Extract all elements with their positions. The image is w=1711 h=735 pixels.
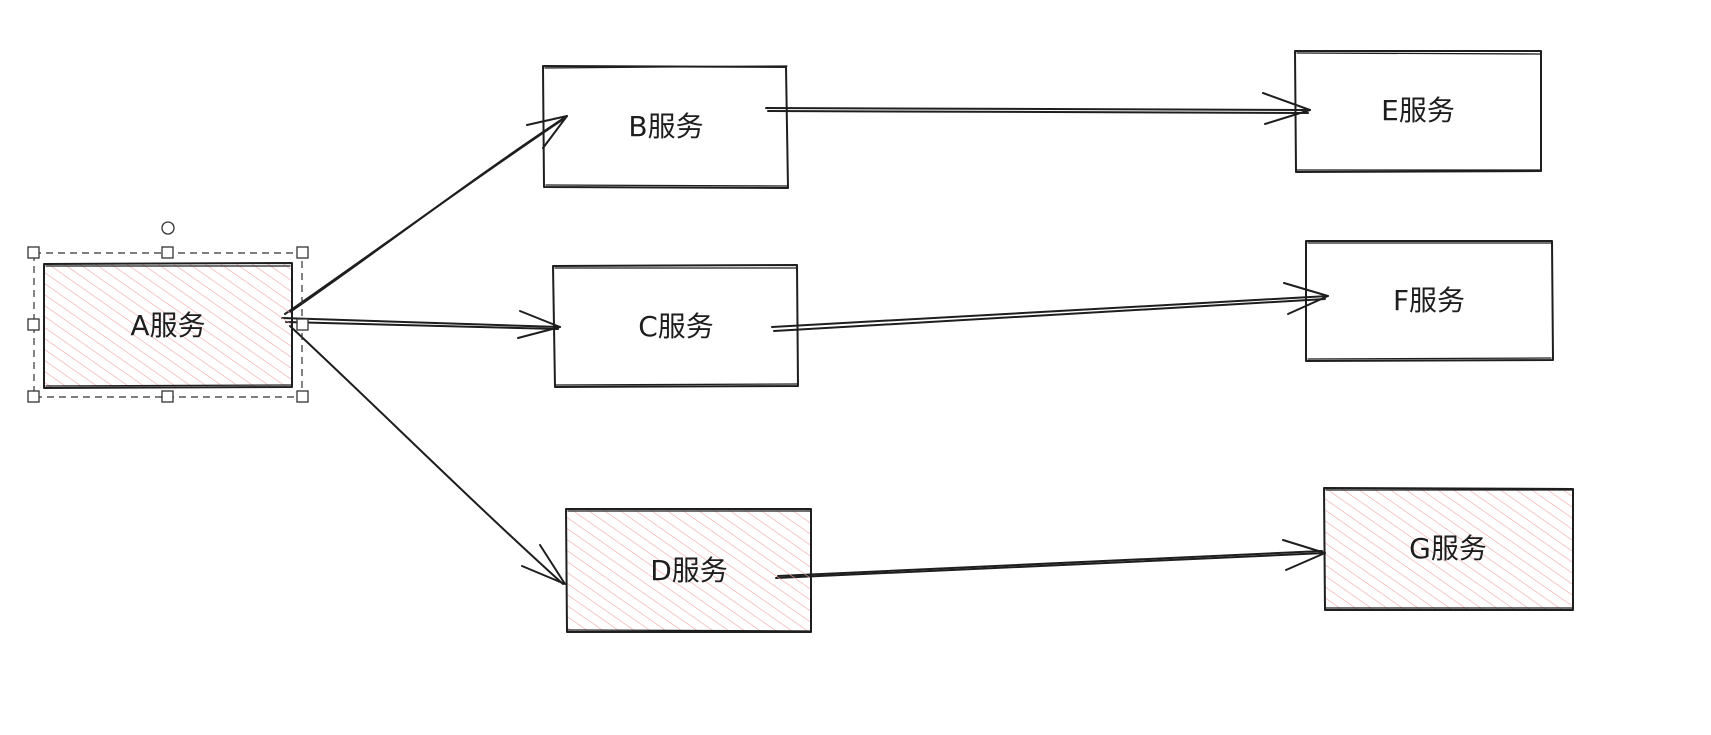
node-b[interactable]: B服务 xyxy=(542,65,789,189)
edge-b-to-e[interactable] xyxy=(765,92,1311,125)
node-c[interactable]: C服务 xyxy=(552,264,799,388)
node-e-label: E服务 xyxy=(1381,94,1455,127)
resize-handle-ne[interactable] xyxy=(296,246,309,259)
node-g[interactable]: G服务 xyxy=(1323,487,1574,611)
node-c-label: C服务 xyxy=(638,310,714,343)
resize-handle-n[interactable] xyxy=(161,246,174,259)
edge-a-to-c[interactable] xyxy=(281,310,561,339)
node-a[interactable]: A服务 xyxy=(43,262,293,389)
node-d-label: D服务 xyxy=(650,554,728,587)
edge-c-to-f[interactable] xyxy=(771,282,1329,332)
edge-d-to-g[interactable] xyxy=(775,539,1326,579)
node-d[interactable]: D服务 xyxy=(565,508,812,633)
resize-handle-se[interactable] xyxy=(296,390,309,403)
edge-a-to-d[interactable] xyxy=(289,325,566,585)
resize-handle-e[interactable] xyxy=(296,318,309,331)
edge-a-to-b[interactable] xyxy=(284,115,568,315)
rotate-handle[interactable] xyxy=(161,221,175,235)
node-a-label: A服务 xyxy=(130,309,205,342)
resize-handle-sw[interactable] xyxy=(27,390,40,403)
selection-frame[interactable] xyxy=(27,221,309,403)
resize-handle-nw[interactable] xyxy=(27,246,40,259)
resize-handle-w[interactable] xyxy=(27,318,40,331)
node-b-label: B服务 xyxy=(628,110,703,143)
node-e[interactable]: E服务 xyxy=(1294,50,1542,173)
node-f-label: F服务 xyxy=(1393,284,1465,317)
resize-handle-s[interactable] xyxy=(161,390,174,403)
node-g-label: G服务 xyxy=(1409,532,1487,565)
node-f[interactable]: F服务 xyxy=(1305,240,1554,362)
